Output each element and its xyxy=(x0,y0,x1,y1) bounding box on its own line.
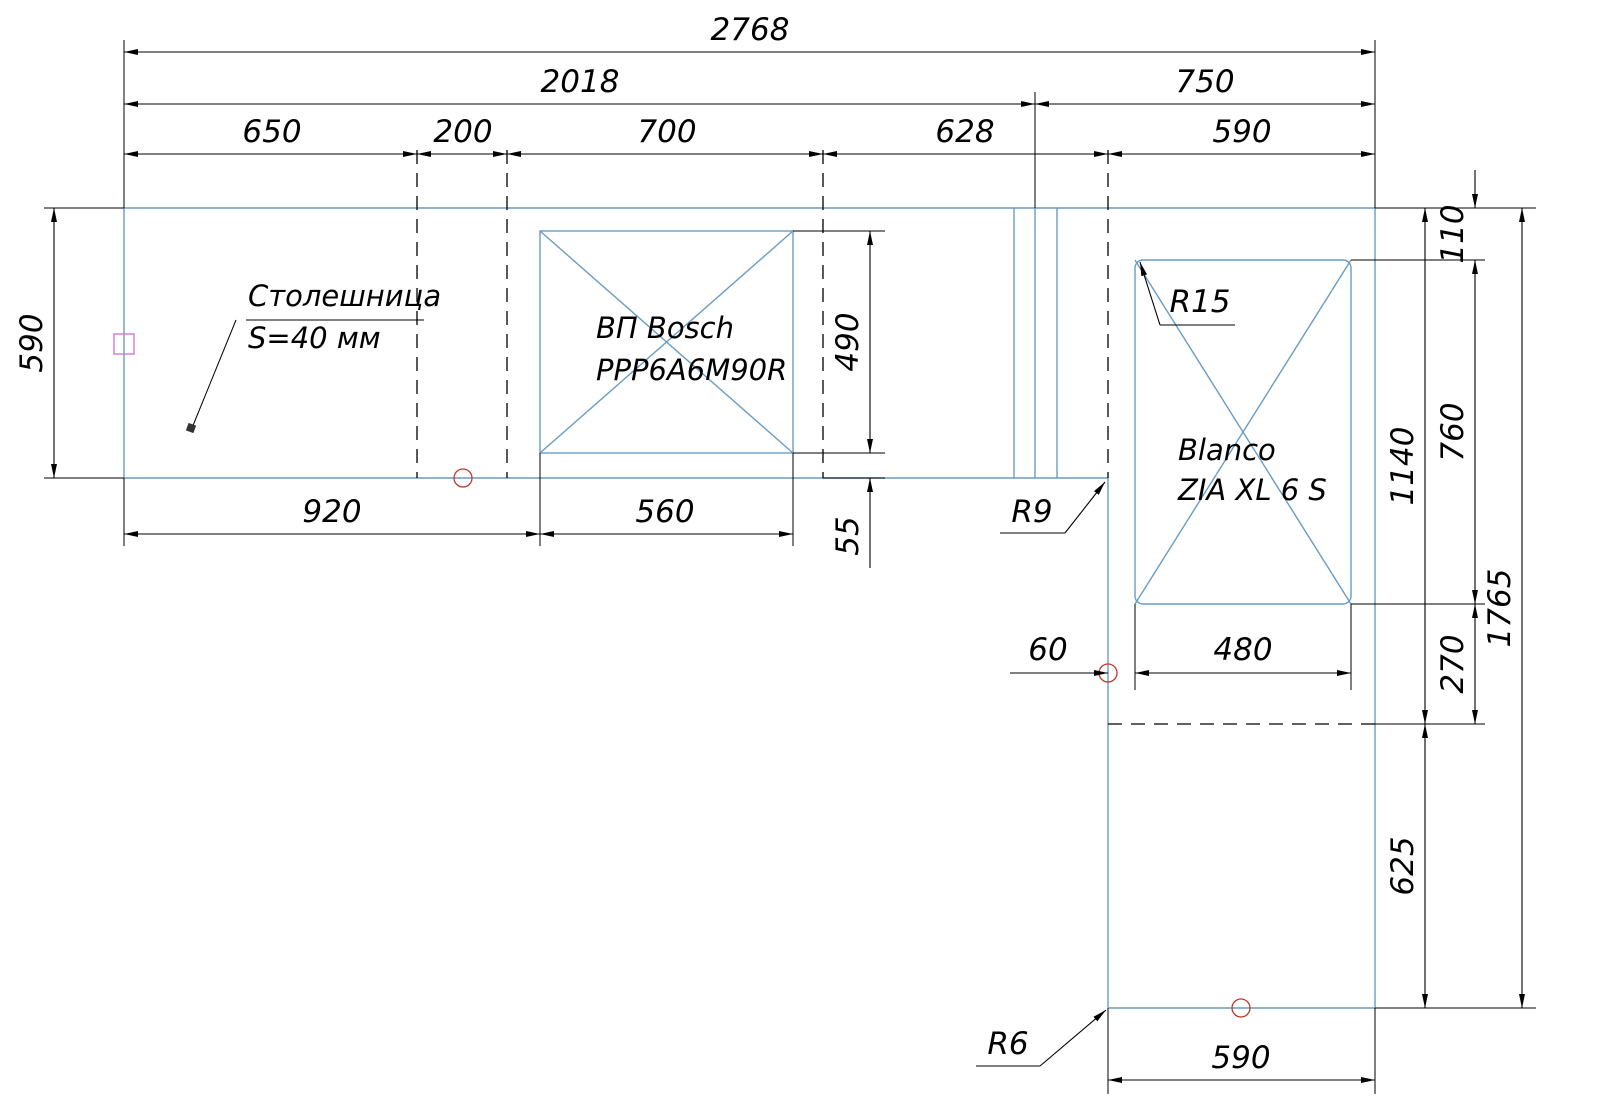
radius-bottom-corner: R6 xyxy=(987,1026,1028,1062)
dim-hob-depth: 490 xyxy=(830,312,866,371)
dim-hob-offset: 55 xyxy=(830,516,866,555)
dim-bottom-width: 590 xyxy=(1211,1040,1270,1076)
dim-sink-top-offset: 110 xyxy=(1435,204,1471,263)
leader-lines xyxy=(185,261,1235,1067)
marker-circle xyxy=(453,468,473,488)
sink-model-line2: ZIA XL 6 S xyxy=(1177,473,1327,507)
dim-sink-side-offset: 60 xyxy=(1028,632,1067,668)
dimension-texts: 2768 2018 750 650 200 700 628 590 590 92… xyxy=(14,12,1518,1076)
dim-sink-length: 760 xyxy=(1435,402,1471,461)
dim-lower-part: 625 xyxy=(1385,836,1421,895)
dim-depth-left: 590 xyxy=(14,313,50,372)
sink-cutout xyxy=(1134,259,1352,605)
dim-overall-length: 2768 xyxy=(711,12,790,48)
radius-inner-corner: R9 xyxy=(1011,494,1052,530)
origin-square xyxy=(113,333,135,355)
dimension-lines xyxy=(51,49,1525,1083)
worktop-name-label: Столешница xyxy=(248,279,441,313)
hob-model-line1: ВП Bosch xyxy=(596,311,734,345)
dim-seg-628: 628 xyxy=(935,114,994,150)
dim-hob-from-left: 920 xyxy=(302,494,361,530)
dim-total-right: 1765 xyxy=(1482,569,1518,648)
radius-sink-corner: R15 xyxy=(1170,284,1231,320)
dim-sink-width: 480 xyxy=(1213,632,1272,668)
sink-model-line1: Blanco xyxy=(1178,433,1276,467)
dim-seg-200: 200 xyxy=(433,114,492,150)
dashed-joint-lines xyxy=(416,150,1375,725)
dim-seg-650: 650 xyxy=(242,114,301,150)
hob-cutout xyxy=(539,230,794,454)
worktop-thickness-label: S=40 мм xyxy=(248,321,381,355)
labels: Столешница S=40 мм ВП Bosch PPP6A6M90R B… xyxy=(248,279,1327,507)
dim-left-section: 2018 xyxy=(541,64,620,100)
marker-circle xyxy=(1231,998,1251,1018)
dim-seg-700: 700 xyxy=(637,114,696,150)
dim-sink-bottom-offset: 270 xyxy=(1435,634,1471,693)
dim-return-length: 1140 xyxy=(1385,427,1421,506)
dim-hob-width: 560 xyxy=(635,494,694,530)
dim-right-section: 750 xyxy=(1175,64,1234,100)
hob-model-line2: PPP6A6M90R xyxy=(596,353,787,387)
extension-lines xyxy=(44,40,1536,1094)
dim-seg-590-top: 590 xyxy=(1212,114,1271,150)
